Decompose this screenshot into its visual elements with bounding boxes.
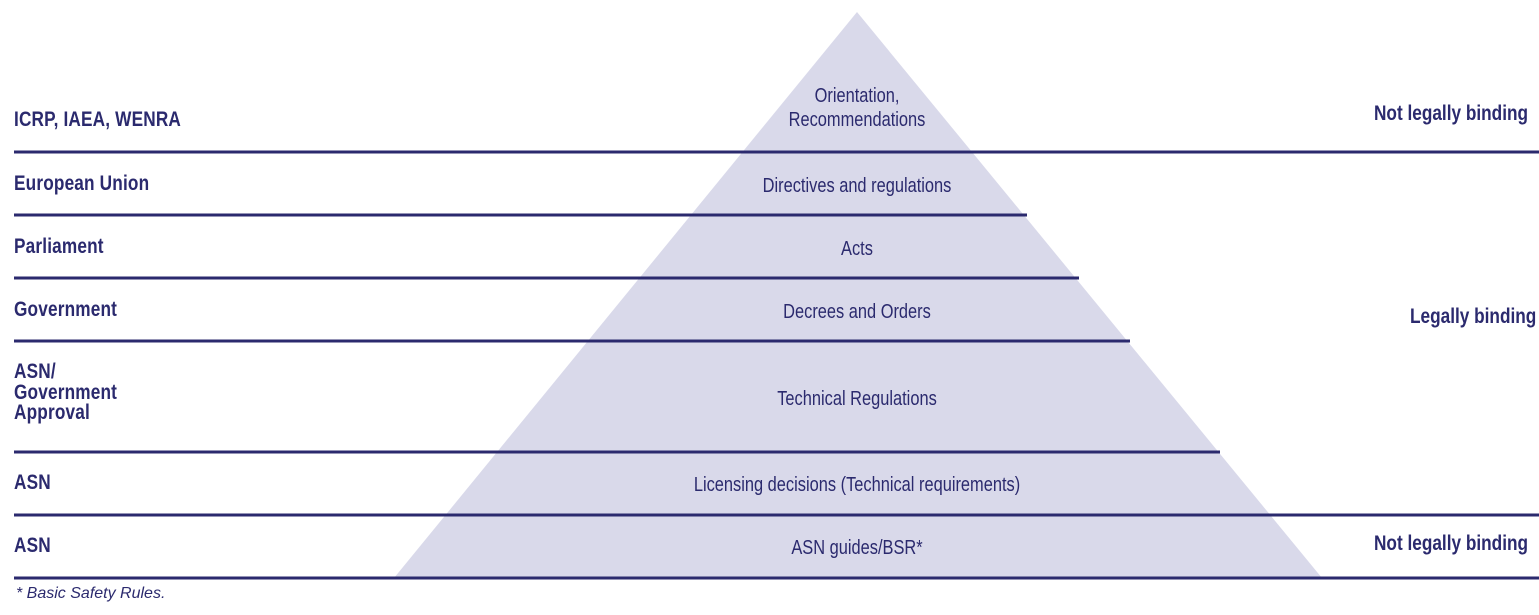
source-label-asn-guides: ASN	[14, 534, 51, 557]
source-label-government: Government	[14, 298, 118, 321]
instrument-label-guides: ASN guides/BSR*	[791, 537, 923, 559]
source-label-icrp: ICRP, IAEA, WENRA	[14, 108, 182, 131]
instrument-label-licensing: Licensing decisions (Technical requireme…	[693, 474, 1021, 496]
instrument-label-technical-regulations: Technical Regulations	[777, 388, 937, 410]
binding-label-top: Not legally binding	[1374, 102, 1529, 125]
source-label-asn-licensing: ASN	[14, 471, 51, 494]
binding-label-middle: Legally binding	[1410, 305, 1537, 328]
instrument-label-directives: Directives and regulations	[762, 175, 952, 197]
binding-label-bottom: Not legally binding	[1374, 532, 1529, 555]
source-label-eu: European Union	[14, 172, 150, 195]
source-label-parliament: Parliament	[14, 235, 104, 258]
instrument-label-acts: Acts	[841, 238, 873, 260]
instrument-label-decrees: Decrees and Orders	[783, 301, 931, 323]
source-label-asn-approval: ASN/ Government Approval	[14, 360, 118, 425]
instrument-label-orientation: Orientation, Recommendations	[788, 85, 926, 131]
pyramid-shape	[394, 12, 1322, 578]
footnote: * Basic Safety Rules.	[16, 585, 166, 602]
